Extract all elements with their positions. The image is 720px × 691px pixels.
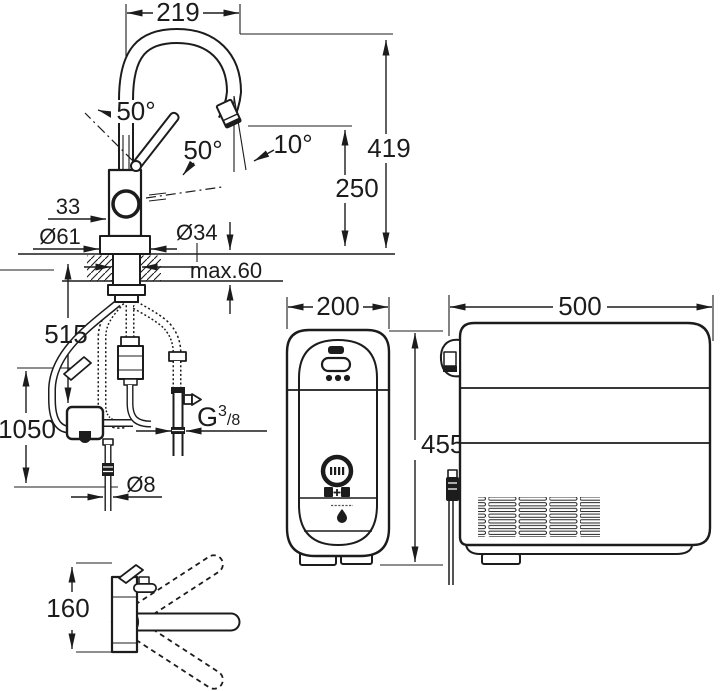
dim-label-handle-angle-side: 50° — [116, 96, 155, 126]
faucet-body — [84, 27, 247, 303]
dial-marks — [330, 467, 345, 475]
power-button-icon — [320, 356, 352, 373]
vent-grille — [478, 497, 600, 537]
cooler-side-housing — [458, 321, 712, 547]
dim-label-base-diameter: Ø61 — [39, 224, 81, 249]
faucet-side-view: 219 419 250 50° 50° 10° 33 Ø61 Ø34 max.6… — [0, 0, 411, 511]
under-sink-assembly — [48, 297, 202, 511]
dim-label-outlet-height: 250 — [335, 173, 378, 203]
drop-icon — [337, 509, 347, 523]
lever-top-view — [118, 564, 144, 584]
dim-label-cooler-width: 200 — [316, 291, 359, 321]
aerator — [215, 98, 242, 129]
front-panel — [298, 339, 378, 546]
hose-hook-icon — [439, 338, 461, 378]
dim-label-supply-hose-length: 1050 — [0, 414, 56, 444]
dim-label-cooler-height: 455 — [421, 429, 464, 459]
cooler-side-foot — [481, 553, 521, 565]
dim-label-cooler-depth: 500 — [558, 291, 601, 321]
dim-label-outlet-angle: 10° — [273, 129, 312, 159]
shank — [112, 253, 141, 286]
indicator-dots-icon — [325, 374, 351, 382]
escutcheon — [99, 235, 151, 255]
handle-mount — [111, 189, 141, 219]
hose-clip — [63, 356, 92, 381]
label-backing — [111, 100, 162, 123]
dim-label-swivel-depth: 160 — [46, 593, 89, 623]
dim-label-handle-angle-front: 50° — [183, 135, 222, 165]
check-valve-block — [117, 345, 144, 380]
faucet-top-view: 160 — [46, 554, 241, 690]
cooler-side-view: 500 — [439, 291, 714, 585]
dim-label-spout-reach: 219 — [156, 0, 199, 27]
power-cable — [446, 469, 459, 585]
locknut — [107, 284, 146, 296]
supply-hose — [102, 438, 114, 511]
dim-label-shank-diameter: Ø34 — [176, 220, 218, 245]
status-led-icon — [328, 346, 344, 354]
dim-label-deck-thickness: max.60 — [190, 258, 262, 283]
hose-nut — [120, 336, 140, 347]
cooler-front-housing — [285, 328, 391, 558]
angle-valve — [171, 387, 202, 456]
glasses-plus-icon — [324, 487, 350, 497]
filter-dial-icon — [320, 454, 354, 488]
dimension-lines-faucet — [0, 4, 395, 501]
cooler-front-view: 200 455 — [285, 291, 464, 566]
cooler-base-skirt — [465, 544, 693, 555]
dim-label-pullout-hose-length: 515 — [44, 319, 87, 349]
faucet-body-top-view — [110, 575, 139, 654]
dim-label-overall-height: 419 — [367, 133, 410, 163]
dim-label-thread: G3/8 — [197, 402, 240, 432]
hose-weight-notch — [79, 431, 91, 443]
dim-label-handle-width: 33 — [56, 194, 80, 219]
dim-label-supply-hose-diameter: Ø8 — [126, 472, 155, 497]
